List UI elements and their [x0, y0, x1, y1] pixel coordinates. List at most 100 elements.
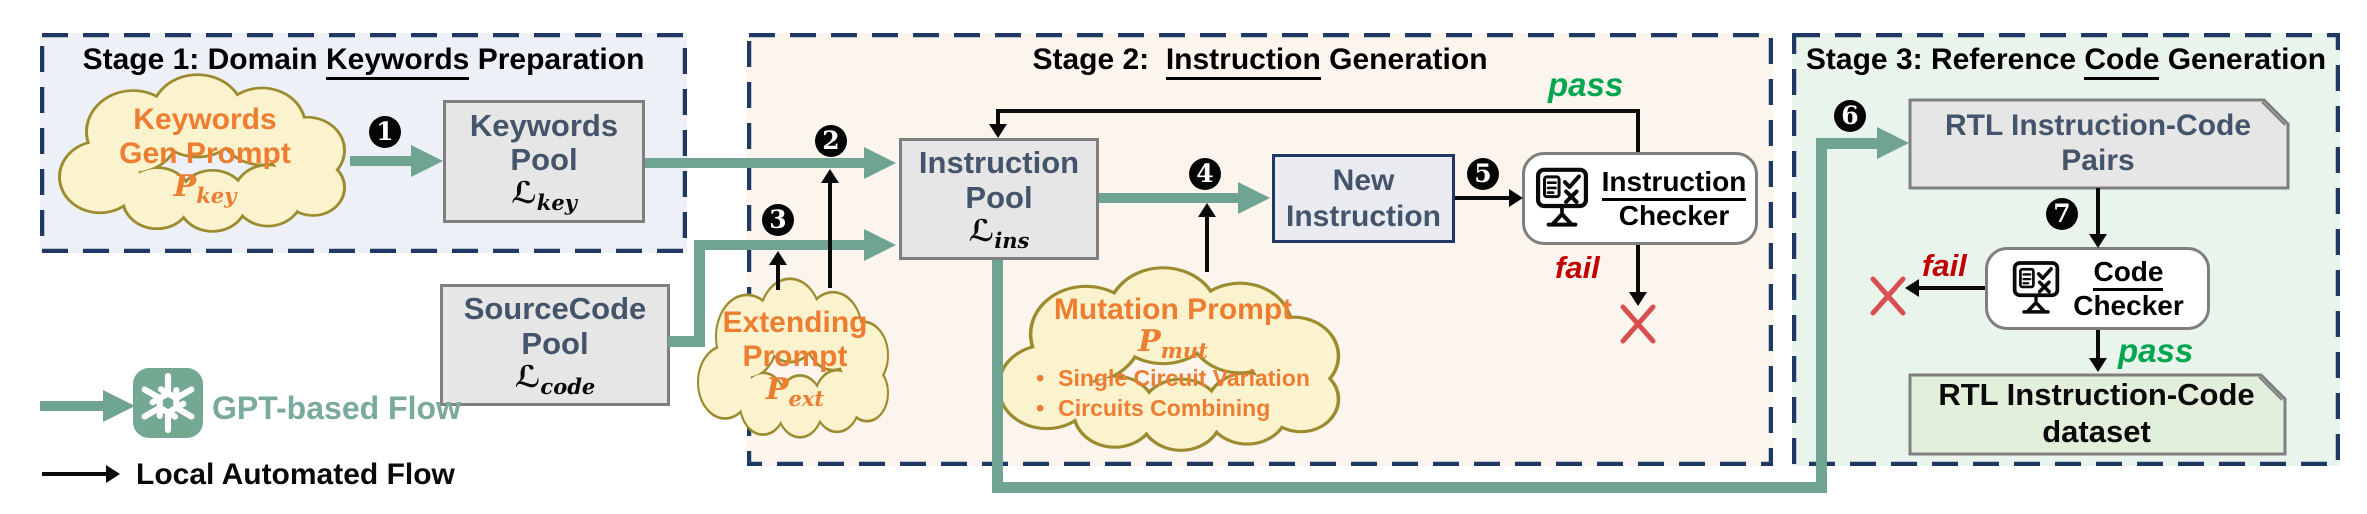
flow-arrowhead-step2 [864, 147, 896, 179]
step-badge-7: 7 [2046, 198, 2078, 230]
flow-arrowhead-step7 [2089, 234, 2107, 248]
step-badge-2: 2 [815, 125, 847, 157]
new-instruction-box: New Instruction [1272, 154, 1455, 243]
sourcecode-pool-line2: Pool [521, 325, 589, 361]
extending-to-step3-line [776, 263, 780, 290]
stage2-fail-label: fail [1555, 250, 1600, 285]
pass-return-drop [996, 109, 1000, 126]
extending-cloud-line1: Extending [722, 306, 868, 340]
keywords-cloud-line1: Keywords [133, 103, 277, 137]
l-key-formula: ℒkey [511, 176, 577, 216]
keywords-cloud-line2: Gen Prompt [119, 136, 291, 170]
checker-monitor-icon [2013, 260, 2060, 314]
legend-gpt-flow-label: GPT-based Flow [212, 390, 461, 426]
flow-arrow-step5 [1455, 196, 1511, 200]
flow-arrowhead-step3 [864, 229, 896, 261]
fail-x-icon [1870, 276, 1906, 316]
stage2-title: Stage 2: Instruction Generation [747, 43, 1773, 80]
instruction-checker-label: Instruction Checker [1601, 165, 1747, 232]
sourcecode-pool-box: SourceCode Pool ℒcode [440, 284, 670, 406]
fail-x-icon [1620, 304, 1656, 344]
keywords-pool-box: Keywords Pool ℒkey [443, 100, 645, 223]
mutation-to-step4-line [1205, 215, 1209, 272]
flow-line-step6-across [992, 482, 1827, 493]
mutation-to-step4-arrowhead [1198, 203, 1216, 217]
mutation-bullet-1: •Single Circuit Variation [1036, 365, 1310, 392]
instruction-checker-box: Instruction Checker [1522, 152, 1758, 245]
p-ext-formula: Pext [765, 371, 825, 411]
rtl-dataset-label: RTL Instruction-Code dataset [1908, 373, 2285, 454]
l-ins-formula: ℒins [968, 213, 1030, 253]
stage2-title-underline: Instruction [1165, 43, 1321, 80]
flow-arrowhead-step6 [1877, 127, 1909, 159]
stage3-dashed-border [1792, 33, 2340, 466]
code-checker-box: Code Checker [1985, 247, 2210, 330]
stage3-fail-label: fail [1922, 248, 1967, 283]
sourcecode-pool-line1: SourceCode [463, 291, 647, 327]
flow-arrowhead-step4 [1238, 182, 1270, 214]
extending-to-step2-line [828, 181, 832, 288]
flow-line-step3-c [694, 240, 866, 250]
pass-return-arrowhead [989, 124, 1007, 138]
new-instruction-line1: New [1332, 164, 1395, 198]
step-badge-6: 6 [1834, 100, 1866, 132]
legend-local-flow-arrow [42, 472, 108, 476]
checker-monitor-icon [1535, 167, 1588, 227]
flow-arrow-step4 [1099, 193, 1239, 203]
stage3-title-prefix: Stage 3: Reference [1805, 43, 2085, 76]
extending-cloud-line2: Prompt [742, 339, 848, 373]
mutation-bullet-2: •Circuits Combining [1036, 394, 1271, 421]
instruction-pool-line2: Pool [965, 179, 1033, 215]
stage3-fail-line [1918, 286, 1985, 290]
stage3-fail-arrowhead [1905, 279, 1919, 297]
rtl-pairs-line1: RTL Instruction-Code [1944, 108, 2252, 142]
mutation-bullet-list: •Single Circuit Variation •Circuits Comb… [1036, 364, 1310, 423]
stage3-title-suffix: Generation [2159, 43, 2327, 76]
legend-local-flow-arrowhead [106, 465, 120, 483]
stage3-title: Stage 3: Reference Code Generation [1792, 43, 2340, 80]
flow-arrowhead-step5 [1509, 189, 1523, 207]
legend-gpt-flow-arrow [40, 401, 104, 411]
stage2-fail-line [1636, 245, 1640, 294]
flow-line-step6-up [1816, 138, 1827, 493]
extending-prompt-label: Extending Prompt Pext [705, 292, 885, 424]
keywords-gen-prompt-label: Keywords Gen Prompt Pkey [75, 90, 335, 220]
rtl-pairs-box [1908, 98, 2290, 190]
legend-local-flow-label: Local Automated Flow [136, 458, 455, 491]
rtl-pairs-label: RTL Instruction-Code Pairs [1908, 98, 2288, 188]
keywords-pool-line1: Keywords [469, 107, 619, 143]
pass-return-line-v [1636, 109, 1640, 152]
stage1-title: Stage 1: Domain Keywords Preparation [40, 43, 687, 80]
flow-arrowhead-step1 [411, 145, 443, 177]
keywords-gen-prompt-cloud [58, 73, 346, 233]
rtl-dataset-line2: dataset [2042, 413, 2151, 449]
keywords-pool-line2: Pool [510, 142, 578, 178]
stage3-pass-arrowhead [2089, 358, 2107, 372]
rtl-dataset-line1: RTL Instruction-Code [1938, 376, 2255, 412]
flow-line-step6-right [1816, 138, 1880, 149]
flow-arrow-step1 [350, 156, 412, 166]
stage3-pass-label: pass [2118, 332, 2194, 369]
stage2-title-suffix: Generation [1320, 43, 1488, 76]
stage1-dashed-border [40, 33, 687, 253]
stage1-title-underline: Keywords [325, 43, 470, 80]
stage2-title-prefix: Stage 2: [1032, 43, 1166, 76]
rtl-dataset-box [1908, 373, 2287, 456]
stage3-title-underline: Code [2084, 43, 2160, 80]
code-checker-word1: Code [2093, 255, 2164, 291]
flow-arrow-step7 [2096, 188, 2100, 236]
instruction-pool-box: Instruction Pool ℒins [899, 138, 1099, 260]
flow-arrow-step2 [645, 158, 865, 168]
flow-line-step3-a [668, 336, 705, 347]
mutation-cloud-title: Mutation Prompt [1053, 292, 1293, 326]
instruction-checker-word1: Instruction [1601, 165, 1747, 201]
instruction-checker-word2: Checker [1618, 199, 1730, 231]
pass-return-line-h [996, 109, 1640, 113]
flow-line-step6-down [992, 260, 1003, 493]
p-mut-formula: Pmut [1138, 324, 1208, 364]
openai-logo-icon [133, 368, 203, 438]
stage1-title-suffix: Preparation [469, 43, 645, 76]
rtl-pairs-line2: Pairs [2061, 144, 2135, 177]
code-checker-word2: Checker [2073, 289, 2184, 321]
